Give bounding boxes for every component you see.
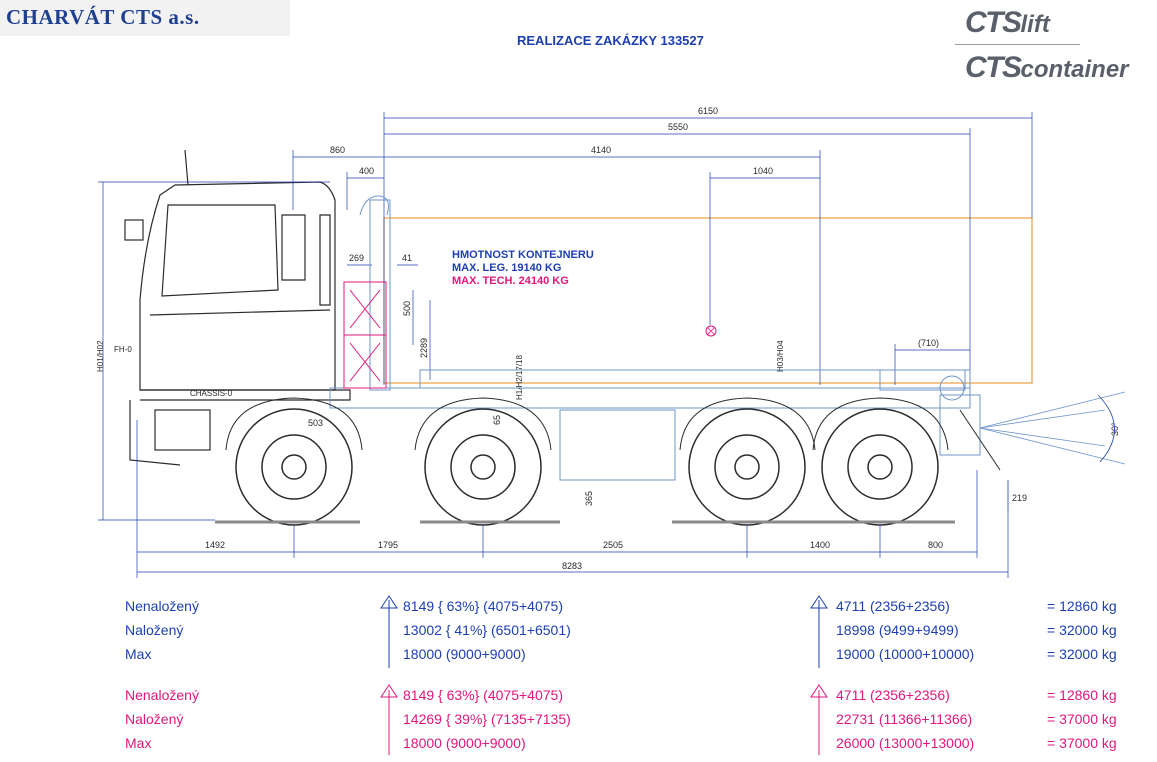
- dim-6150: 6150: [698, 106, 718, 116]
- dim-5550: 5550: [668, 122, 688, 132]
- row-total: = 12860 kg: [1047, 687, 1117, 703]
- lift-frame-block: [343, 281, 387, 389]
- container-mass-technical: MAX. TECH. 24140 KG: [452, 275, 569, 287]
- cts-container-logo-thin: container: [1020, 56, 1129, 83]
- wheel-axle-2: [424, 408, 542, 526]
- row-front-load: 18000 (9000+9000): [403, 646, 526, 662]
- dim-365: 365: [584, 491, 594, 506]
- bottom-dimension-lines: [136, 420, 1009, 578]
- label-fh0: FH-0: [114, 345, 132, 354]
- row-rear-load: 22731 (11366+11366): [836, 711, 973, 727]
- row-front-load: 8149 { 63%} (4075+4075): [403, 598, 563, 614]
- dim-41: 41: [402, 253, 412, 263]
- row-rear-load: 19000 (10000+10000): [836, 646, 975, 662]
- row-label: Naložený: [125, 622, 184, 638]
- cts-lift-logo-thin: lift: [1020, 11, 1050, 38]
- company-name: CHARVÁT CTS a.s.: [6, 5, 200, 29]
- top-dimension-lines: [292, 112, 1033, 400]
- row-total: = 32000 kg: [1047, 646, 1117, 662]
- wheel-axle-1: [235, 408, 353, 526]
- height-dimension: [98, 181, 330, 521]
- truck-chassis-frame: [329, 195, 1001, 481]
- row-front-load: 18000 (9000+9000): [403, 735, 526, 751]
- wheel-axle-4: [821, 408, 939, 526]
- cts-lift-logo-strong: CTS: [965, 6, 1022, 39]
- dim-1492: 1492: [205, 540, 225, 550]
- dim-angle: 30°: [1110, 422, 1120, 436]
- dim-800: 800: [928, 540, 943, 550]
- row-label: Max: [125, 646, 152, 662]
- row-label: Max: [125, 735, 152, 751]
- cts-container-logo-strong: CTS: [965, 51, 1022, 84]
- label-h01h02: H01/H02: [96, 340, 105, 372]
- dim-500: 500: [402, 301, 412, 316]
- row-rear-load: 4711 (2356+2356): [836, 687, 950, 703]
- dim-4140: 4140: [591, 145, 611, 155]
- label-axle-mark: H1/H2/17/18: [515, 355, 524, 400]
- row-rear-load: 4711 (2356+2356): [836, 598, 950, 614]
- dim-65: 65: [492, 415, 502, 425]
- container-mass-legal: MAX. LEG. 19140 KG: [452, 262, 562, 274]
- row-rear-load: 26000 (13000+13000): [836, 735, 975, 751]
- row-total: = 37000 kg: [1047, 711, 1117, 727]
- order-title: REALIZACE ZAKÁZKY 133527: [517, 33, 704, 48]
- dim-269: 269: [349, 253, 364, 263]
- wheel-arches: [225, 397, 949, 451]
- container-outline: [383, 217, 1033, 384]
- wheel-axle-3: [688, 408, 806, 526]
- company-name-banner: CHARVÁT CTS a.s.: [0, 0, 290, 36]
- row-front-load: 13002 { 41%} (6501+6501): [403, 622, 571, 638]
- row-label: Naložený: [125, 711, 184, 727]
- dim-860: 860: [330, 145, 345, 155]
- rear-axle-arrows: [810, 595, 828, 755]
- logo-divider: [955, 44, 1080, 45]
- tilt-angle-lines: [979, 391, 1126, 510]
- dim-400: 400: [359, 166, 374, 176]
- row-label: Nenaložený: [125, 687, 199, 703]
- cts-container-logo: CTScontainer: [965, 51, 1129, 85]
- row-rear-load: 18998 (9499+9499): [836, 622, 959, 638]
- truck-cab: [124, 149, 351, 466]
- row-total: = 12860 kg: [1047, 598, 1117, 614]
- dim-2289: 2289: [419, 338, 429, 358]
- row-total: = 32000 kg: [1047, 622, 1117, 638]
- dim-8283: 8283: [562, 561, 582, 571]
- row-front-load: 8149 { 63%} (4075+4075): [403, 687, 563, 703]
- label-h03h04: H03/H04: [776, 340, 785, 372]
- row-front-load: 14269 { 39%} (7135+7135): [403, 711, 571, 727]
- dim-710: (710): [918, 338, 939, 348]
- dim-1795: 1795: [378, 540, 398, 550]
- dim-1040: 1040: [753, 166, 773, 176]
- row-label: Nenaložený: [125, 598, 199, 614]
- dim-1400: 1400: [810, 540, 830, 550]
- dim-219: 219: [1012, 493, 1027, 503]
- container-mass-heading: HMOTNOST KONTEJNERU: [452, 249, 594, 261]
- cts-lift-logo: CTSlift: [965, 6, 1050, 40]
- dim-2505: 2505: [603, 540, 623, 550]
- label-chassis0: CHASSIS-0: [190, 389, 233, 398]
- row-total: = 37000 kg: [1047, 735, 1117, 751]
- center-of-gravity-icon: [705, 325, 717, 337]
- dim-503: 503: [308, 418, 323, 428]
- front-axle-arrows: [380, 595, 398, 755]
